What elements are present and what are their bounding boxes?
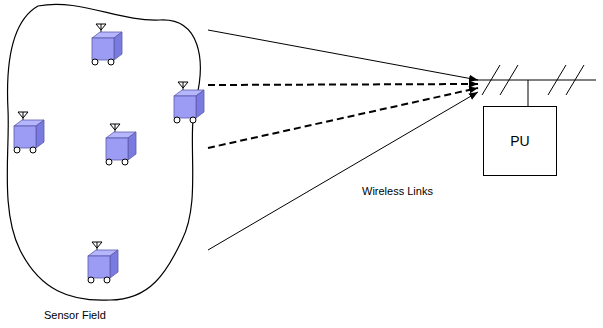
- unit-label: PU: [510, 133, 529, 149]
- sensor-field: Sensor Field: [0, 0, 208, 326]
- antenna-bar: [470, 80, 596, 81]
- antenna-element: [482, 65, 500, 95]
- antenna-element: [548, 65, 566, 95]
- sensor-field-outline: [7, 4, 200, 300]
- blob-outline: [7, 4, 200, 300]
- wireless-link: [208, 92, 478, 250]
- sensor-node: [106, 124, 136, 165]
- wireless-link: [208, 30, 478, 80]
- antenna-array: [470, 65, 596, 106]
- pu-box: PU: [483, 106, 557, 176]
- processing-unit: PU: [478, 58, 562, 178]
- antenna-element: [500, 65, 518, 95]
- region-label: Sensor Field: [44, 309, 106, 321]
- dashed-wireless-link: [208, 84, 478, 85]
- sensor-node: [14, 112, 44, 153]
- link-label: Wireless Links: [361, 185, 434, 197]
- sensor-node: [92, 24, 122, 65]
- sensor-node: [174, 82, 204, 123]
- antenna-element: [566, 65, 584, 95]
- sensor-node: [88, 242, 118, 283]
- antenna-mast: [528, 80, 529, 106]
- dashed-wireless-link: [208, 88, 478, 148]
